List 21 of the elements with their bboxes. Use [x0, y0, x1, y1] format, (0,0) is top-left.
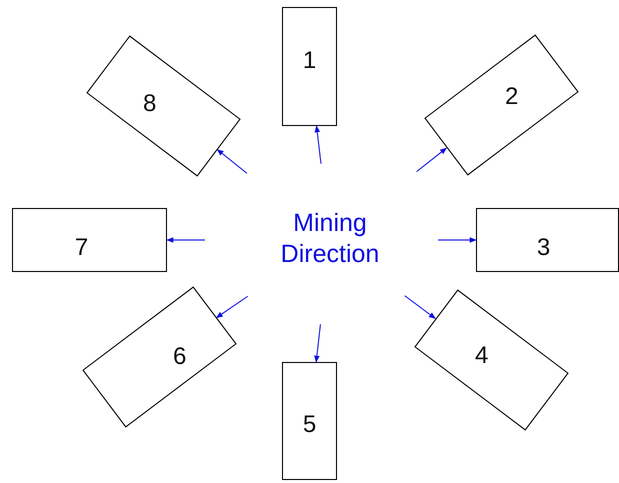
panel-box — [282, 7, 337, 126]
arrow — [166, 237, 206, 243]
panel-box — [282, 362, 337, 480]
panel-number: 7 — [74, 234, 88, 262]
panel-box — [476, 208, 619, 272]
panel-number: 1 — [302, 46, 316, 74]
arrow — [216, 296, 248, 318]
panel-number: 6 — [172, 343, 186, 371]
panel-box — [12, 208, 167, 272]
arrow — [314, 125, 322, 164]
arrow — [438, 237, 477, 243]
arrow — [404, 295, 436, 319]
arrow — [216, 149, 248, 174]
panel-number: 2 — [504, 83, 518, 111]
center-label: Mining Direction — [255, 208, 405, 270]
panel-number: 3 — [536, 234, 550, 262]
panel-number: 8 — [142, 90, 156, 118]
arrow — [314, 324, 321, 363]
arrow — [416, 148, 447, 172]
panel-number: 5 — [302, 411, 316, 439]
panel-number: 4 — [474, 342, 488, 370]
